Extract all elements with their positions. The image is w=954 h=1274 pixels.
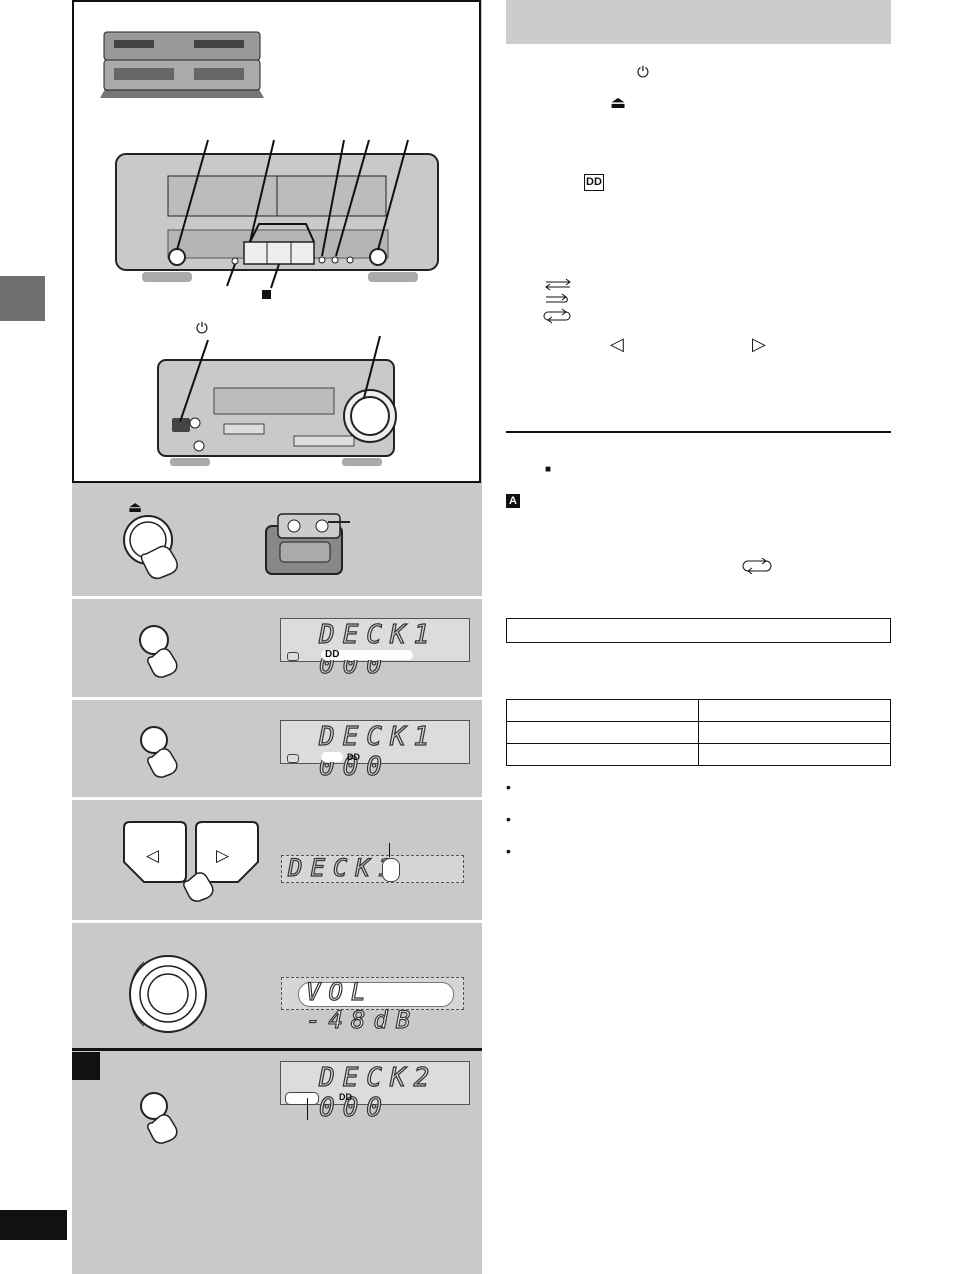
table-row [506, 699, 891, 722]
step-divider [72, 697, 482, 700]
dolby-icon: DD [339, 1092, 352, 1102]
continuous-repeat-icon [543, 308, 571, 324]
bullet-point: • [506, 843, 511, 859]
arrow-right-icon[interactable]: ▷ [216, 846, 230, 865]
indicator-bar [321, 650, 413, 660]
note-box [506, 618, 891, 643]
deck-button[interactable] [134, 618, 194, 678]
unit-diagram [72, 0, 481, 483]
cassette-deck-illustration [115, 139, 439, 299]
table-row [506, 743, 891, 766]
amplifier-illustration [157, 335, 397, 466]
volume-text: VOL -48dB [305, 977, 419, 1034]
lcd-display: DECK1 [281, 853, 464, 883]
step-divider [72, 797, 482, 800]
table-cell [506, 743, 699, 766]
eject-button[interactable] [118, 510, 198, 580]
arrow-left-icon: ◁ [610, 334, 624, 354]
arrow-right-icon: ▷ [752, 334, 766, 354]
lcd-display: DECK1 000 DD [280, 720, 470, 783]
one-sided-repeat-icon [546, 293, 568, 303]
stop-icon: ■ [545, 464, 552, 475]
lcd-display: DECK2 000 DD [280, 1061, 470, 1124]
power-icon: ⏻ [196, 320, 208, 337]
table-cell [698, 743, 891, 766]
tape-indicator [287, 754, 299, 763]
stereo-illustration [100, 31, 439, 466]
eject-icon: ⏏ [610, 93, 627, 112]
mode-button[interactable] [134, 718, 194, 778]
display-text: DECK2 000 [318, 1062, 438, 1123]
section-header-bar [506, 0, 891, 44]
reverse-mode-indicator [321, 752, 343, 762]
dolby-icon: DD [584, 174, 604, 191]
step-divider [72, 920, 482, 923]
table-cell [698, 721, 891, 744]
stop-marker [262, 290, 271, 299]
power-icon: ⏻ [637, 64, 649, 81]
continuous-repeat-icon [742, 558, 772, 574]
step-divider [72, 1048, 482, 1051]
page-number-tab [0, 1210, 67, 1240]
volume-knob[interactable] [124, 950, 214, 1040]
eject-icon: ⏏ [128, 499, 143, 516]
step-divider [72, 596, 482, 599]
deck-indicator [285, 1092, 319, 1105]
table-cell [698, 699, 891, 722]
table-cell [506, 721, 699, 744]
leader-line [307, 1098, 308, 1120]
table-cell [506, 699, 699, 722]
dolby-icon: DD [325, 649, 340, 660]
mode-table [506, 699, 891, 766]
section-tab [0, 276, 45, 321]
left-arrow-button [123, 821, 187, 883]
dolby-icon: DD [347, 752, 360, 762]
tape-mode-icons [543, 278, 571, 324]
deck-select-button[interactable] [134, 1084, 194, 1144]
system-overview-icon [100, 31, 264, 98]
lcd-display: DECK1 000 DD [280, 618, 470, 681]
arrow-buttons [123, 821, 259, 902]
mode-indicator [382, 858, 400, 882]
display-text: DECK1 000 [318, 721, 438, 782]
label-a-marker: A [506, 494, 520, 508]
bullet-point: • [506, 779, 511, 795]
display-text: DECK1 [287, 853, 401, 882]
tape-indicator [287, 652, 299, 661]
volume-readout-pill [298, 982, 454, 1007]
step-marker-b [72, 1052, 100, 1080]
leader-line [389, 843, 390, 857]
cassette-tape-icon [265, 513, 350, 575]
arrow-left-icon[interactable]: ◁ [146, 846, 160, 865]
lcd-display: VOL -48dB [281, 977, 464, 1035]
one-way-icon [545, 278, 571, 291]
table-row [506, 721, 891, 744]
bullet-point: • [506, 811, 511, 827]
section-rule [506, 431, 891, 433]
